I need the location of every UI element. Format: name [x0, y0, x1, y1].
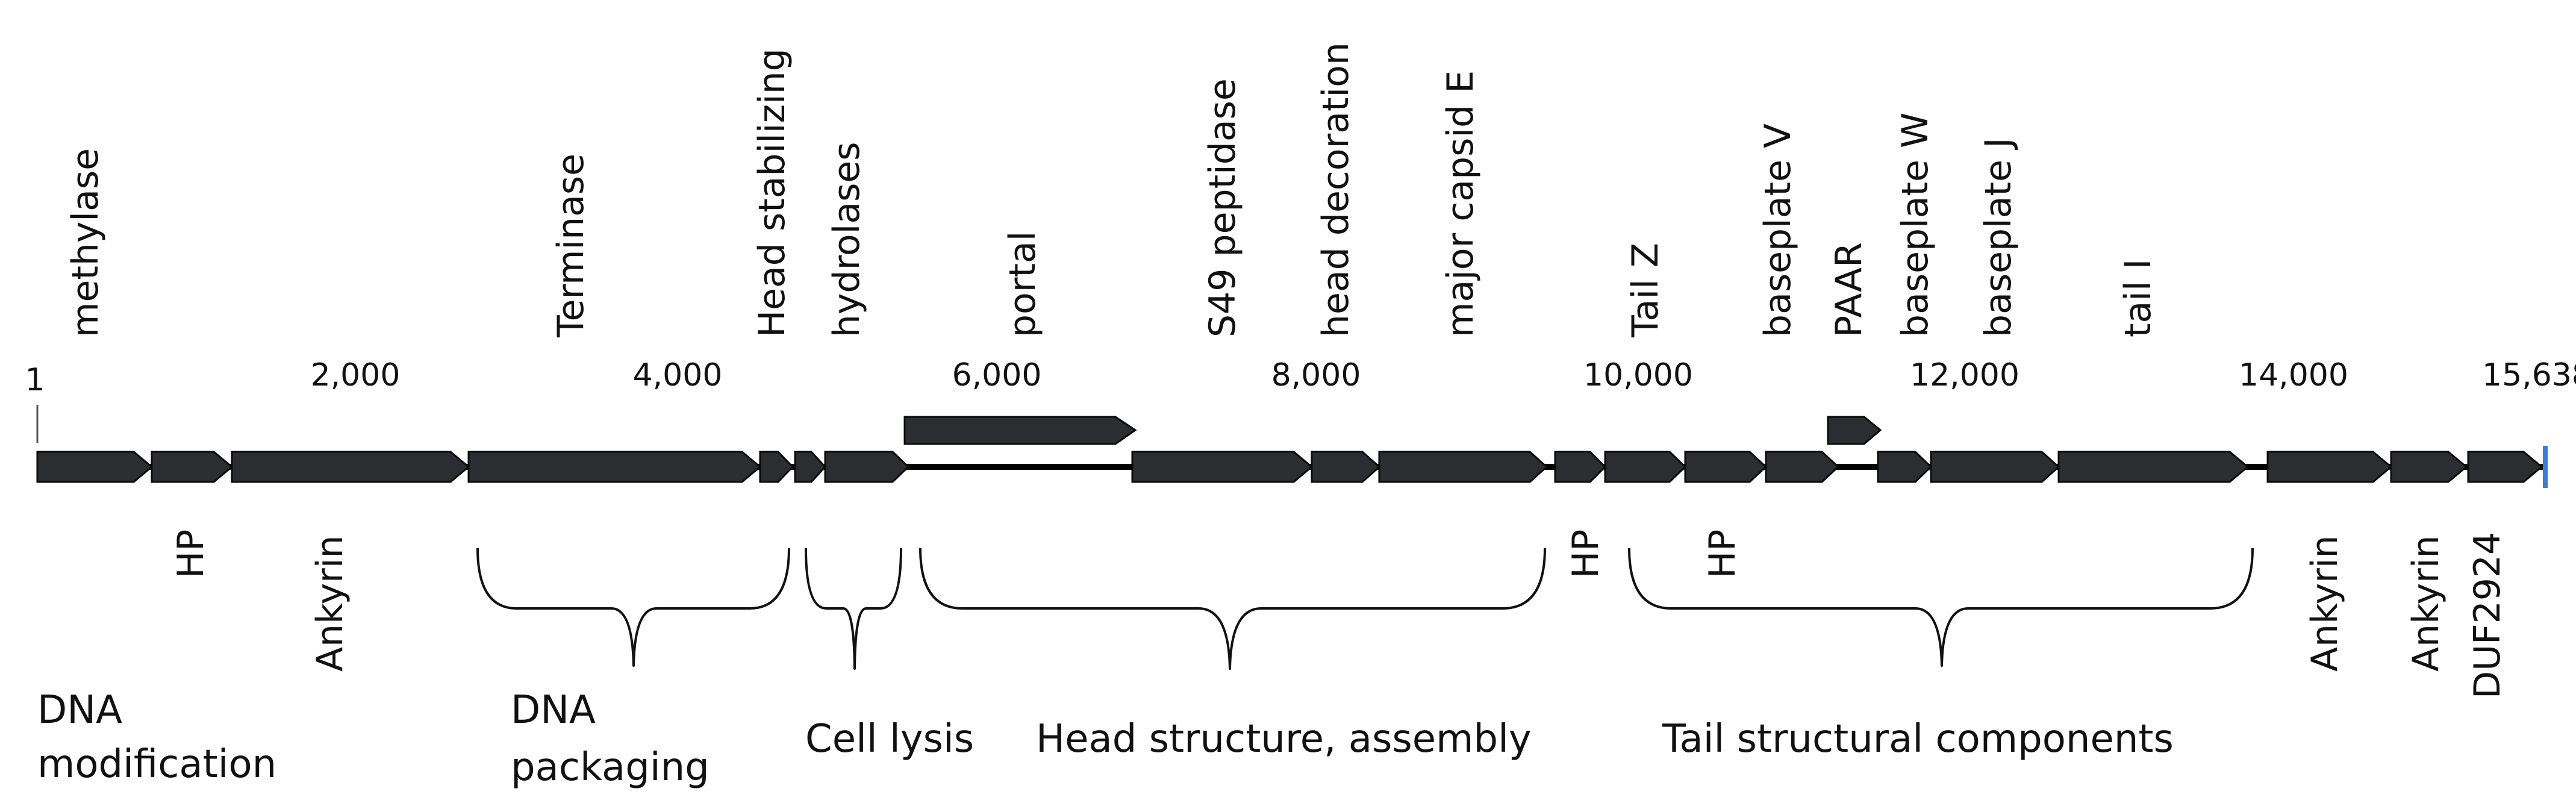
gene-label: Terminase: [550, 154, 592, 338]
gene-arrow-ankyrin-2: [2266, 451, 2393, 483]
module-label-cell-lysis: Cell lysis: [805, 717, 974, 761]
gene-label: methylase: [64, 148, 107, 337]
ruler-tick-label: 8,000: [1271, 357, 1361, 393]
gene-label: baseplate V: [1757, 123, 1799, 337]
gene-arrow-portal: [903, 416, 1137, 445]
gene-label-bottom: HP: [1701, 530, 1744, 578]
gene-arrow-head-stabilizing: [759, 451, 794, 483]
gene-label: tail I: [2117, 259, 2159, 337]
module-label-dna-packaging-line1: DNA: [511, 688, 596, 733]
gene-arrow-paar: [1827, 416, 1882, 445]
ruler-tick-label: 12,000: [1910, 357, 2019, 393]
module-label-dna-modification-line2: modification: [37, 742, 276, 787]
gene-label: baseplate J: [1977, 137, 2019, 337]
gene-arrow-hp: [151, 451, 234, 483]
module-label-dna-packaging-line2: packaging: [511, 745, 709, 790]
module-label-head-structure: Head structure, assembly: [1036, 717, 1532, 761]
ruler-tick-label: 4,000: [633, 357, 723, 393]
gene-label: major capsid E: [1439, 70, 1482, 337]
gene-arrow-ankyrin: [231, 451, 470, 483]
ruler-tick-label: 6,000: [952, 357, 1042, 393]
gene-arrow-hp-2: [1554, 451, 1607, 483]
gene-label: PAAR: [1828, 242, 1870, 337]
brace-dna-packaging: [476, 548, 790, 667]
ruler-tick-label: 14,000: [2239, 357, 2348, 393]
gene-label: portal: [1002, 231, 1044, 337]
brace-tail-structural: [1628, 548, 2254, 667]
gene-arrow-baseplate-w: [1877, 451, 1933, 483]
ruler-tick-label: 10,000: [1583, 357, 1693, 393]
gene-label: head decoration: [1315, 42, 1357, 337]
gene-arrow-terminase: [467, 451, 762, 483]
brace-head-structure: [919, 548, 1546, 670]
gene-arrow-s49-peptidase: [1131, 451, 1314, 483]
gene-arrow-methylase: [36, 451, 154, 483]
gene-arrow-tail-z: [1604, 451, 1687, 483]
gene-arrow-ankyrin-3: [2390, 451, 2468, 483]
gene-label-bottom: Ankyrin: [2405, 535, 2447, 672]
gene-label: baseplate W: [1894, 113, 1936, 337]
gene-arrow-baseplate-v: [1765, 451, 1840, 483]
ruler-end-label: 15,638: [2482, 357, 2576, 393]
brace-cell-lysis: [805, 548, 902, 670]
gene-label-bottom: DUF2924: [2466, 532, 2509, 699]
genome-end-marker: [2543, 446, 2548, 488]
gene-arrow-tail-i: [2057, 451, 2250, 483]
ruler: 1 2,000 4,000 6,000 8,000 10,000 12,000 …: [25, 357, 2576, 443]
gene-arrow-hydrolase-1: [794, 451, 827, 483]
gene-label: Tail Z: [1624, 243, 1667, 338]
ruler-tick-label: 2,000: [311, 357, 401, 393]
module-label-dna-modification-line1: DNA: [37, 688, 122, 733]
module-label-tail-structural: Tail structural components: [1662, 717, 2174, 761]
gene-arrow-baseplate-j: [1930, 451, 2060, 483]
gene-label-bottom: Ankyrin: [309, 535, 351, 672]
gene-label-bottom: Ankyrin: [2304, 535, 2346, 672]
gene-arrow-hydrolase-2: [824, 451, 910, 483]
gene-label: Head stabilizing: [751, 48, 793, 337]
gene-arrow-major-capsid-e: [1378, 451, 1548, 483]
gene-label-bottom: HP: [170, 530, 212, 578]
gene-label: hydrolases: [826, 142, 868, 337]
gene-arrow-hp-3: [1684, 451, 1768, 483]
gene-arrow-duf2924: [2467, 451, 2543, 483]
ruler-start-label: 1: [25, 362, 45, 398]
gene-arrow-head-decoration: [1311, 451, 1381, 483]
gene-label: S49 peptidase: [1202, 78, 1244, 337]
gene-label-bottom: HP: [1565, 530, 1607, 578]
